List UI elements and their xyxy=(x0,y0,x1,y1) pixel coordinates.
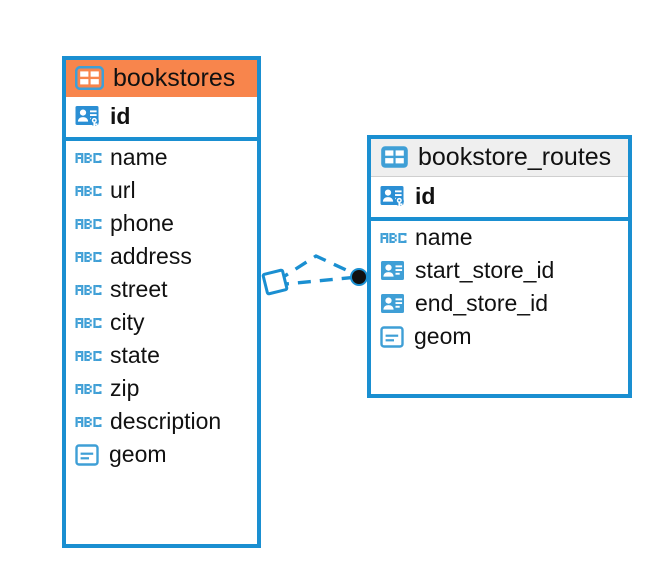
field-row-primary-key[interactable]: id xyxy=(66,97,257,137)
field-label: phone xyxy=(110,209,174,236)
primary-key-icon xyxy=(75,105,102,130)
field-label: geom xyxy=(414,322,472,349)
field-label: url xyxy=(110,176,136,203)
header-divider xyxy=(371,176,628,177)
foreign-key-icon xyxy=(380,291,407,316)
geometry-icon xyxy=(75,443,101,467)
abc-text-icon xyxy=(75,214,102,234)
field-row-zip[interactable]: zip xyxy=(66,372,257,405)
abc-text-icon xyxy=(75,181,102,201)
entity-header-bookstores[interactable]: bookstores xyxy=(66,60,257,97)
field-label: street xyxy=(110,275,168,302)
field-row-geom[interactable]: geom xyxy=(371,320,628,353)
diamond-marker[interactable] xyxy=(261,268,289,296)
primary-key-separator xyxy=(371,217,628,221)
field-label: state xyxy=(110,341,160,368)
entity-table-bookstores[interactable]: bookstores xyxy=(62,56,261,548)
abc-text-icon xyxy=(75,247,102,267)
table-icon xyxy=(74,65,105,91)
field-row-name[interactable]: name xyxy=(66,141,257,174)
field-label: start_store_id xyxy=(415,256,555,283)
field-label: zip xyxy=(110,374,140,401)
field-label: address xyxy=(110,242,192,269)
field-row-state[interactable]: state xyxy=(66,339,257,372)
primary-key-separator xyxy=(66,137,257,141)
field-label: description xyxy=(110,407,222,434)
field-list-bookstores: name xyxy=(66,141,257,471)
field-row-name[interactable]: name xyxy=(371,221,628,254)
field-row-end-store-id[interactable]: end_store_id xyxy=(371,287,628,320)
field-row-phone[interactable]: phone xyxy=(66,207,257,240)
abc-text-icon xyxy=(75,346,102,366)
abc-text-icon xyxy=(75,148,102,168)
abc-text-icon xyxy=(75,379,102,399)
relationship-line-2[interactable] xyxy=(276,254,358,283)
field-row-street[interactable]: street xyxy=(66,273,257,306)
abc-text-icon xyxy=(380,228,407,248)
abc-text-icon xyxy=(75,280,102,300)
field-label: id xyxy=(110,103,131,130)
field-row-city[interactable]: city xyxy=(66,306,257,339)
field-row-start-store-id[interactable]: start_store_id xyxy=(371,254,628,287)
field-row-primary-key[interactable]: id xyxy=(371,177,628,217)
field-row-geom[interactable]: geom xyxy=(66,438,257,471)
field-label: name xyxy=(110,143,168,170)
foreign-key-icon xyxy=(380,258,407,283)
field-row-address[interactable]: address xyxy=(66,240,257,273)
abc-text-icon xyxy=(75,313,102,333)
entity-title: bookstore_routes xyxy=(418,143,612,171)
entity-header-bookstore-routes[interactable]: bookstore_routes xyxy=(371,139,628,176)
primary-key-icon xyxy=(380,185,407,210)
field-label: city xyxy=(110,308,145,335)
field-list-bookstore-routes: name start_store_id xyxy=(371,221,628,353)
entity-title: bookstores xyxy=(113,64,236,92)
field-label: id xyxy=(415,183,436,210)
filled-circle-marker[interactable] xyxy=(350,268,368,286)
geometry-icon xyxy=(380,325,406,349)
field-row-description[interactable]: description xyxy=(66,405,257,438)
abc-text-icon xyxy=(75,412,102,432)
table-icon xyxy=(380,145,409,169)
field-label: end_store_id xyxy=(415,289,548,316)
field-label: name xyxy=(415,223,473,250)
field-row-url[interactable]: url xyxy=(66,174,257,207)
field-label: geom xyxy=(109,440,167,467)
relationship-line-1[interactable] xyxy=(275,275,359,287)
entity-table-bookstore-routes[interactable]: bookstore_routes xyxy=(367,135,632,398)
